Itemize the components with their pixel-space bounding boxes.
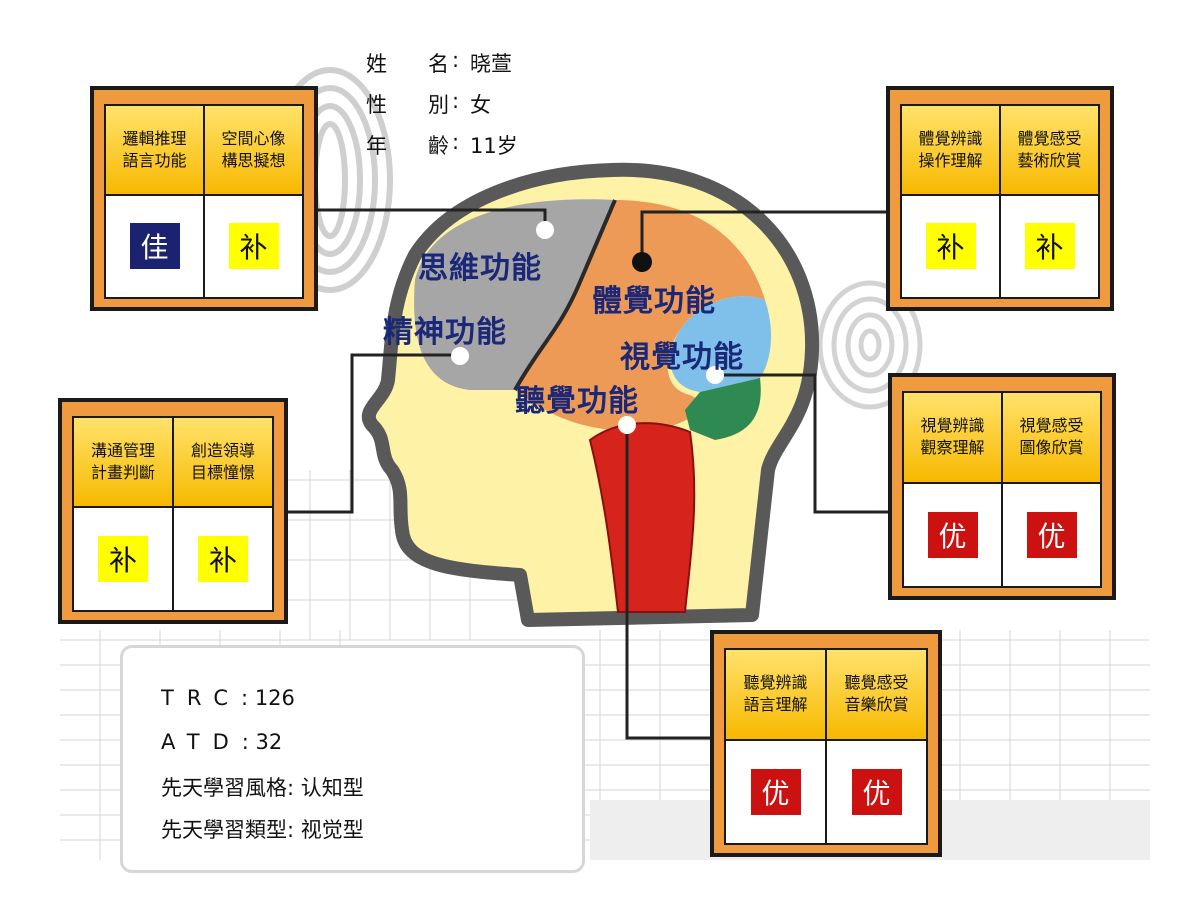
connector-dot bbox=[706, 366, 724, 384]
region-divider bbox=[513, 199, 617, 391]
card-label: 邏輯推理 語言功能 bbox=[122, 128, 187, 170]
region-label-thinking: 思維功能 bbox=[418, 251, 542, 286]
card-label: 空間心像 構思擬想 bbox=[203, 106, 302, 194]
card-visual: 視覺辨識 觀察理解 視覺感受 圖像欣賞 优 优 bbox=[888, 373, 1116, 600]
card-label: 視覺感受 圖像欣賞 bbox=[1001, 393, 1100, 482]
brain-region-body bbox=[515, 200, 765, 432]
region-label-body: 體覺功能 bbox=[592, 284, 716, 319]
grade-badge: 佳 bbox=[129, 223, 180, 270]
connector-lines bbox=[285, 208, 890, 740]
grade-badge: 补 bbox=[98, 536, 148, 583]
stats-panel: TRC: 126 ATD: 32 先天學習風格: 认知型 先天學習類型: 视觉型 bbox=[120, 645, 585, 873]
card-body-sense: 體覺辨識 操作理解 體覺感受 藝術欣賞 补 补 bbox=[886, 86, 1114, 311]
connector-dot bbox=[451, 347, 469, 365]
grade-badge: 优 bbox=[851, 768, 902, 815]
card-label: 體覺辨識 操作理解 bbox=[918, 128, 983, 170]
stat-learning-type: 先天學習類型: 视觉型 bbox=[161, 818, 364, 842]
fingerprint-icon bbox=[817, 280, 923, 410]
region-label-spirit: 精神功能 bbox=[383, 315, 507, 350]
stat-learning-style: 先天學習風格: 认知型 bbox=[161, 776, 364, 800]
brain-stem bbox=[588, 422, 696, 613]
brain-region-thinking bbox=[414, 199, 615, 390]
card-label: 創造領導 目標憧憬 bbox=[172, 418, 272, 507]
card-auditory: 聽覺辨識 語言理解 聽覺感受 音樂欣賞 优 优 bbox=[710, 630, 942, 857]
brain-region-visual bbox=[670, 296, 772, 392]
stat-atd: ATD: 32 bbox=[161, 730, 283, 754]
stat-trc: TRC: 126 bbox=[161, 686, 295, 710]
grade-badge: 补 bbox=[228, 223, 279, 270]
card-label: 聽覺感受 音樂欣賞 bbox=[825, 650, 926, 739]
card-label: 視覺辨識 觀察理解 bbox=[920, 416, 985, 458]
card-label: 聽覺辨識 語言理解 bbox=[743, 673, 808, 715]
region-label-visual: 視覺功能 bbox=[620, 340, 744, 375]
grade-badge: 补 bbox=[1024, 223, 1075, 270]
connector-dot bbox=[618, 416, 636, 434]
connector-dot bbox=[632, 252, 652, 272]
region-label-hearing: 聽覺功能 bbox=[515, 384, 639, 419]
grade-badge: 补 bbox=[198, 536, 248, 583]
connector-dot bbox=[536, 221, 554, 239]
grade-badge: 优 bbox=[927, 511, 978, 558]
card-logic-spatial: 邏輯推理 語言功能 空間心像 構思擬想 佳 补 bbox=[90, 86, 318, 311]
card-communication-creativity: 溝通管理 計畫判斷 創造領導 目標憧憬 补 补 bbox=[58, 398, 288, 624]
card-label: 溝通管理 計畫判斷 bbox=[90, 441, 155, 483]
card-label: 體覺感受 藝術欣賞 bbox=[999, 106, 1098, 194]
grade-badge: 补 bbox=[925, 223, 976, 270]
grade-badge: 优 bbox=[750, 768, 801, 815]
grade-badge: 优 bbox=[1026, 511, 1077, 558]
brain-region-cerebellum bbox=[685, 378, 761, 440]
